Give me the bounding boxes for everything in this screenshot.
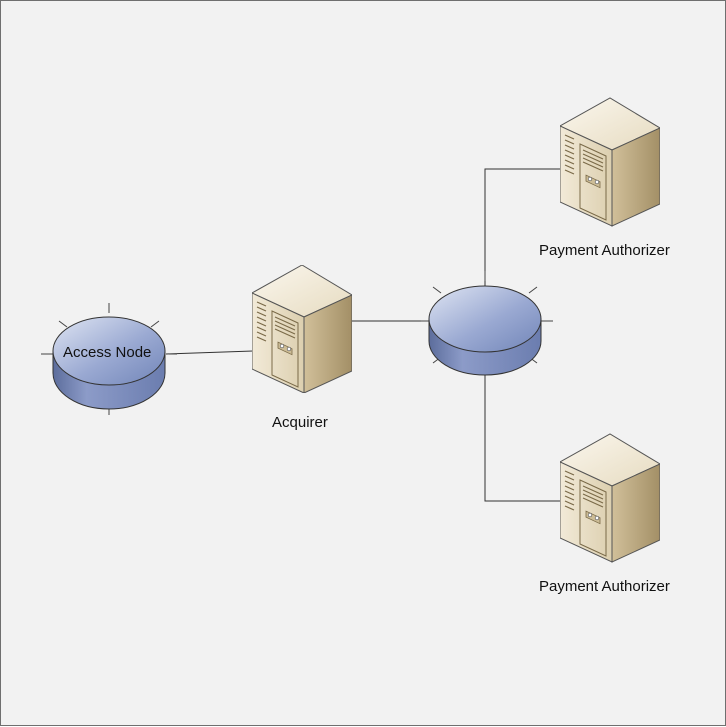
network-hub-router-icon[interactable] — [421, 271, 553, 376]
connector-lines — [165, 168, 562, 502]
access-node-label: Access Node — [63, 344, 152, 361]
payment-authorizer-top-label: Payment Authorizer — [539, 242, 670, 259]
acquirer-label: Acquirer — [272, 414, 328, 431]
access-node-router-icon[interactable] — [41, 303, 177, 415]
acquirer-server-icon[interactable] — [252, 265, 352, 393]
link-access-to-acquirer — [165, 350, 254, 355]
link-hub-to-authorizer-bottom — [484, 374, 562, 502]
payment-authorizer-bottom-server-icon[interactable] — [560, 433, 660, 563]
link-hub-to-authorizer-top — [484, 168, 562, 286]
payment-authorizer-top-server-icon[interactable] — [560, 97, 660, 227]
payment-authorizer-bottom-label: Payment Authorizer — [539, 578, 670, 595]
